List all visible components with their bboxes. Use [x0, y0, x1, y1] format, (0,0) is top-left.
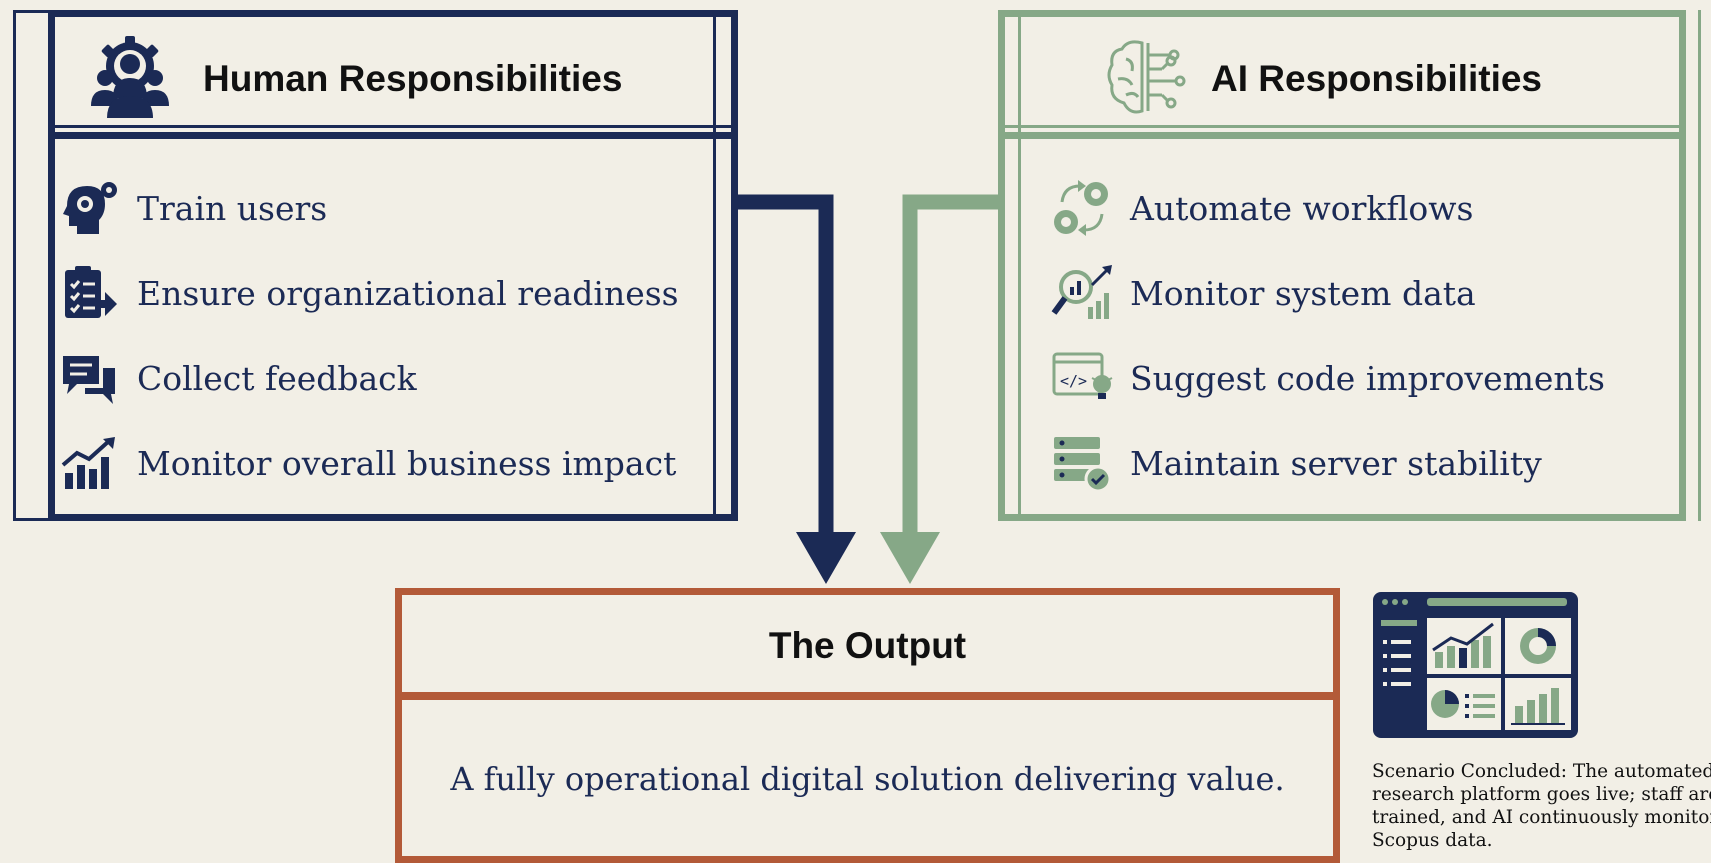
- output-box: The Output A fully operational digital s…: [395, 588, 1340, 863]
- caption-line: research platform goes live; staff are: [1372, 784, 1711, 805]
- human-arrowhead: [796, 532, 856, 584]
- team-gear-icon: [85, 32, 175, 122]
- output-header-divider: [402, 692, 1333, 700]
- ai-to-output-arrow: [902, 194, 1000, 540]
- human-item-org-readiness: Ensure organizational readiness: [57, 263, 679, 323]
- ai-item-label: Automate workflows: [1130, 188, 1474, 228]
- human-item-label: Train users: [137, 188, 328, 228]
- ai-item-monitor-system-data: Monitor system data: [1050, 263, 1476, 323]
- ai-item-label: Maintain server stability: [1130, 443, 1542, 483]
- ai-panel-title: AI Responsibilities: [1211, 58, 1543, 99]
- caption-line: Scopus data.: [1372, 830, 1493, 851]
- magnifier-chart-icon: [1050, 263, 1114, 323]
- human-panel: Human Responsibilities Train users: [13, 10, 738, 521]
- code-lightbulb-icon: </>: [1050, 348, 1114, 408]
- dashboard-icon: [1371, 590, 1580, 740]
- ai-header-divider: [998, 125, 1686, 139]
- human-item-label: Collect feedback: [137, 358, 417, 398]
- ai-item-label: Monitor system data: [1130, 273, 1476, 313]
- human-item-label: Monitor overall business impact: [137, 443, 677, 483]
- ai-panel-inner-line: [1018, 10, 1021, 521]
- ai-panel: AI Responsibilities Automate workflows: [998, 10, 1701, 521]
- ai-item-server-stability: Maintain server stability: [1050, 433, 1542, 493]
- output-description: A fully operational digital solution del…: [450, 760, 1285, 798]
- human-item-train-users: Train users: [57, 178, 327, 238]
- human-header-divider: [48, 125, 738, 139]
- human-panel-inner-line: [713, 10, 716, 521]
- brain-circuit-icon: [1104, 35, 1186, 119]
- output-title: The Output: [768, 625, 967, 666]
- ai-arrowhead: [880, 532, 940, 584]
- head-gears-icon: [57, 178, 121, 238]
- server-check-icon: [1050, 433, 1114, 493]
- human-item-collect-feedback: Collect feedback: [57, 348, 417, 408]
- scenario-caption: Scenario Concluded: The automated resear…: [1372, 760, 1711, 856]
- gears-cycle-icon: [1050, 178, 1114, 238]
- chat-bubbles-icon: [57, 348, 121, 408]
- human-panel-frame: [48, 10, 738, 521]
- human-item-label: Ensure organizational readiness: [137, 273, 679, 313]
- ai-item-label: Suggest code improvements: [1130, 358, 1605, 398]
- human-item-business-impact: Monitor overall business impact: [57, 433, 676, 493]
- clipboard-checklist-icon: [57, 263, 121, 323]
- human-to-output-arrow: [737, 194, 834, 540]
- growth-chart-icon: [57, 433, 121, 493]
- svg-text:</>: </>: [1060, 372, 1087, 390]
- human-panel-title: Human Responsibilities: [203, 58, 623, 99]
- ai-item-suggest-code: </> Suggest code improvements: [1050, 348, 1605, 408]
- ai-panel-frame: [998, 10, 1686, 521]
- caption-line: trained, and AI continuously monitors: [1372, 807, 1711, 828]
- ai-panel-outer-line: [1698, 10, 1701, 521]
- ai-item-automate-workflows: Automate workflows: [1050, 178, 1473, 238]
- caption-line: Scenario Concluded: The automated: [1372, 761, 1711, 782]
